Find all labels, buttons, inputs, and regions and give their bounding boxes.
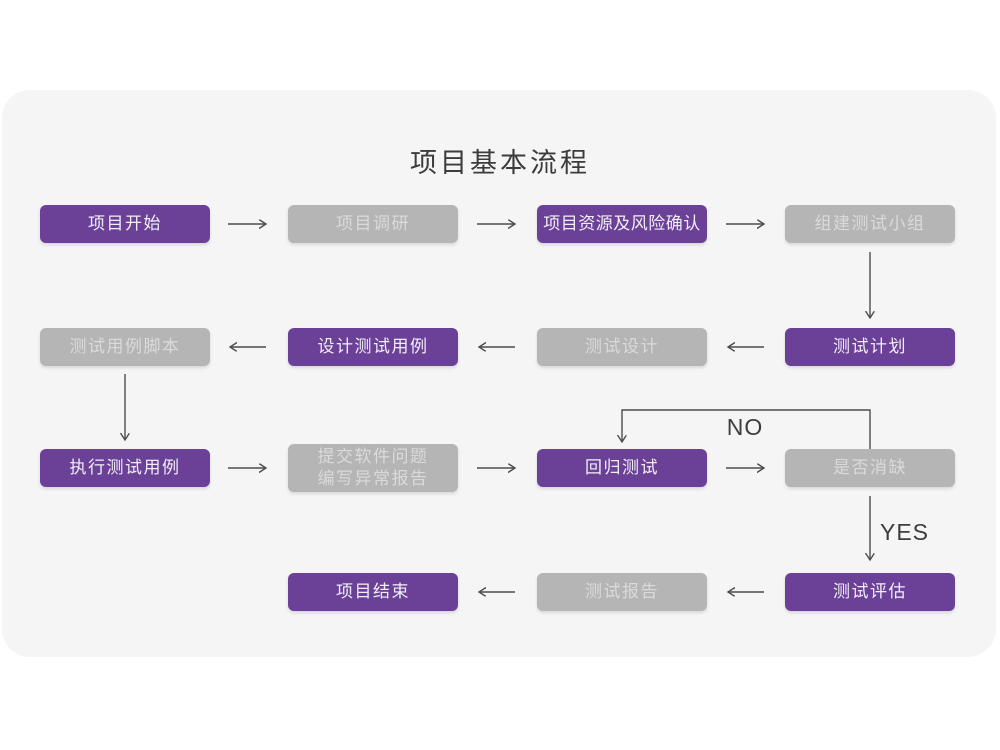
page-title: 项目基本流程 (410, 148, 590, 178)
node-project-resources-risk: 项目资源及风险确认 (537, 205, 707, 243)
node-submit-issue-report: 提交软件问题 编写异常报告 (288, 444, 458, 492)
node-project-end: 项目结束 (288, 573, 458, 611)
node-test-design: 测试设计 (537, 328, 707, 366)
node-execute-test-cases: 执行测试用例 (40, 449, 210, 487)
node-project-research: 项目调研 (288, 205, 458, 243)
node-design-test-cases: 设计测试用例 (288, 328, 458, 366)
edge-label-yes: YES (880, 519, 930, 545)
node-form-test-team: 组建测试小组 (785, 205, 955, 243)
node-regression-test: 回归测试 (537, 449, 707, 487)
node-test-evaluation: 测试评估 (785, 573, 955, 611)
node-test-plan: 测试计划 (785, 328, 955, 366)
edge-label-no: NO (726, 414, 764, 440)
node-test-case-scripts: 测试用例脚本 (40, 328, 210, 366)
node-test-report: 测试报告 (537, 573, 707, 611)
node-project-start: 项目开始 (40, 205, 210, 243)
node-defect-resolved: 是否消缺 (785, 449, 955, 487)
flowchart-card-background (2, 90, 996, 657)
